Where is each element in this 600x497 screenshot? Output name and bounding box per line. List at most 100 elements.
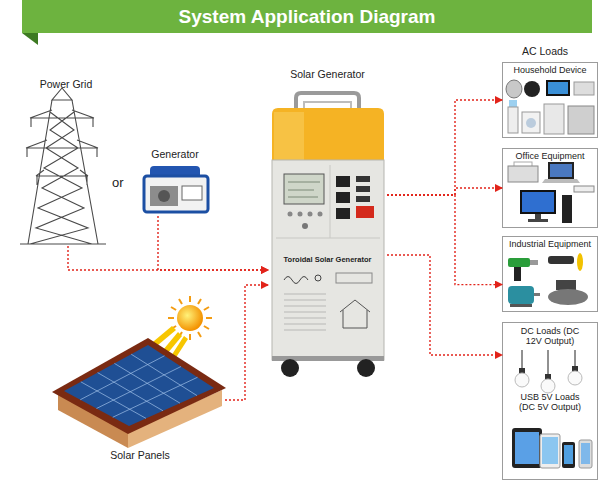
- microwave: [574, 82, 594, 95]
- fax: [574, 186, 594, 192]
- wheel: [357, 359, 375, 377]
- panel-seam: [276, 165, 380, 238]
- motor-shaft: [534, 293, 540, 296]
- bulb-cord: [522, 350, 575, 376]
- button: [302, 223, 308, 229]
- tablet-screen: [542, 437, 558, 464]
- monitor-screen: [522, 192, 554, 212]
- phone-screen: [581, 443, 590, 464]
- monitor-stand: [535, 214, 541, 219]
- lcd-lines: [288, 182, 320, 197]
- led-bulb: [515, 373, 529, 387]
- diagram-title: System Application Diagram: [22, 0, 592, 33]
- phone-screen: [564, 445, 573, 464]
- drill-handle: [514, 267, 521, 281]
- power-flow-connector: [387, 188, 502, 195]
- power-switch: [356, 206, 374, 218]
- button: [318, 212, 323, 217]
- lcd-screen: [284, 174, 324, 204]
- sun-rays: [168, 296, 212, 340]
- drill: [508, 258, 530, 267]
- power-flow-connector: [68, 246, 268, 270]
- tablet: [512, 428, 542, 468]
- washing-machine: [522, 112, 540, 133]
- node-text: Toroidal Solar Generator: [275, 256, 380, 265]
- generator-frame: [144, 176, 208, 212]
- device-node: Solar GeneratorToroidal Solar Generator: [268, 68, 387, 380]
- power-tower: [20, 88, 106, 244]
- tv: [546, 80, 570, 96]
- ac-socket: [336, 192, 350, 203]
- laptop-screen: [550, 164, 572, 177]
- tablet: [540, 434, 560, 468]
- compressor-tank: [548, 289, 588, 305]
- grinder: [548, 256, 574, 264]
- roof: [52, 338, 226, 434]
- device-top: [272, 108, 384, 162]
- load-box: DC Loads (DC 12V Output) USB 5V Loads (DC…: [502, 322, 598, 480]
- load-box: Industrial Equipment: [502, 236, 598, 312]
- fridge: [544, 104, 564, 134]
- kettle: [524, 81, 540, 97]
- rice-cooker: [506, 80, 522, 98]
- sun: [177, 305, 203, 331]
- button: [298, 212, 303, 217]
- tablet-screen: [515, 432, 539, 464]
- button: [288, 212, 293, 217]
- node-heading: Generator: [136, 148, 214, 160]
- source-node: Generator: [136, 148, 214, 216]
- device-highlight: [274, 112, 304, 160]
- node-heading: Industrial Equipment: [503, 239, 597, 249]
- fridge: [568, 106, 594, 134]
- printer: [508, 166, 538, 182]
- solar-panel: [64, 345, 214, 426]
- title-banner: [22, 0, 592, 33]
- grinder-disc: [577, 253, 583, 271]
- engine: [150, 186, 178, 206]
- house-icon: [340, 300, 370, 328]
- motor: [508, 286, 534, 304]
- phone: [562, 442, 575, 468]
- control-panel: [182, 186, 202, 200]
- device-body: [272, 160, 384, 360]
- node-heading: Solar Generator: [268, 68, 387, 80]
- panel-grid: [80, 354, 197, 418]
- free-label: AC Loads: [522, 45, 568, 57]
- monitor-base: [528, 219, 548, 222]
- node-heading: DC Loads (DC 12V Output): [516, 326, 584, 347]
- spec-table: [284, 294, 326, 330]
- node-heading: Solar Panels: [55, 449, 225, 461]
- usb-port: [356, 176, 370, 182]
- phone: [579, 440, 592, 468]
- ac-socket: [336, 208, 350, 219]
- load-box: Office Equipment: [502, 148, 598, 228]
- source-node: Power Grid: [20, 78, 112, 246]
- power-flow-connector: [225, 285, 268, 400]
- node-text: USB 5V Loads (DC 5V Output): [516, 392, 584, 413]
- power-flow-connector: [387, 100, 502, 195]
- compressor-motor: [556, 280, 576, 290]
- usb-port: [356, 186, 370, 192]
- sun-icon: [315, 275, 321, 281]
- led-bulb: [568, 371, 582, 385]
- washer-door: [526, 118, 536, 128]
- node-heading: Power Grid: [20, 78, 112, 90]
- ac-socket: [336, 176, 350, 187]
- load-box: Household Device: [502, 62, 598, 138]
- engine-cover: [158, 190, 170, 202]
- led-bulb: [541, 379, 555, 393]
- banner-fold: [22, 33, 38, 45]
- pc-tower: [562, 195, 572, 223]
- drill-chuck: [530, 260, 538, 265]
- motor-feet: [510, 304, 532, 307]
- tv-screen: [548, 82, 568, 94]
- source-node: Solar Panels: [55, 335, 225, 463]
- free-label: or: [112, 176, 124, 191]
- wheel: [281, 359, 299, 377]
- power-flow-connector: [158, 216, 268, 270]
- button: [308, 212, 313, 217]
- laptop-base: [542, 179, 580, 183]
- power-flow-connector: [387, 195, 502, 285]
- node-heading: Office Equipment: [503, 151, 597, 161]
